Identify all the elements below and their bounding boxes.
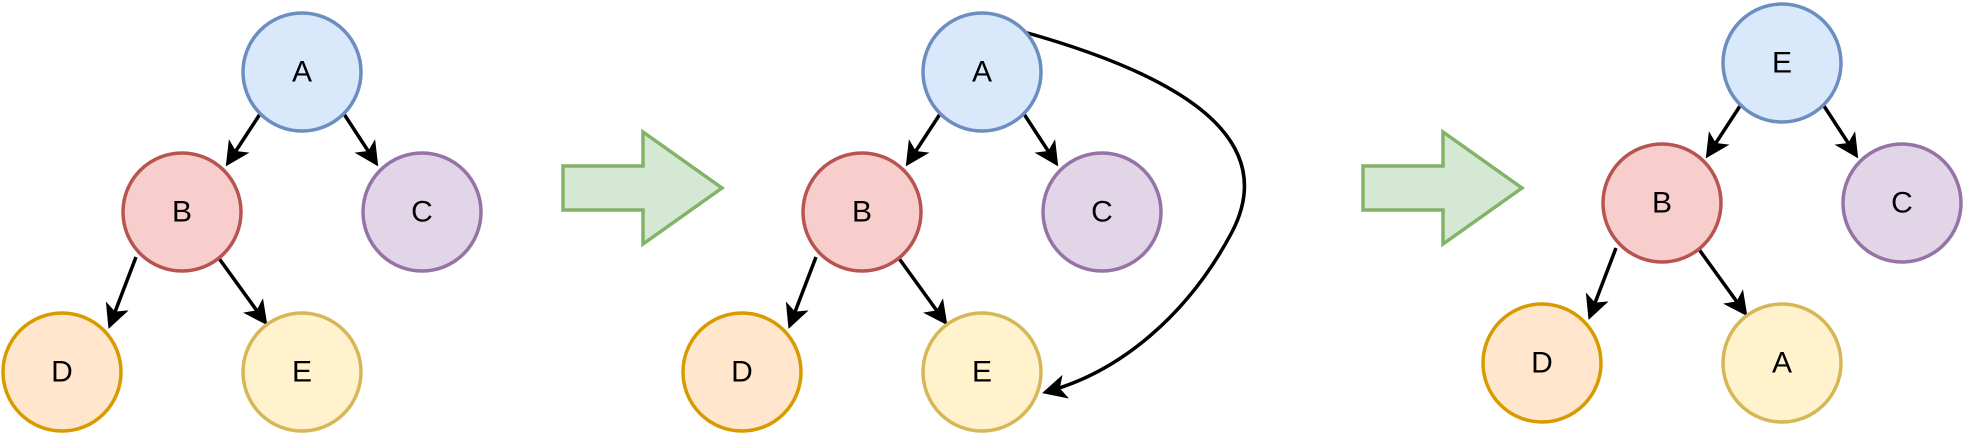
stage1-node-d-label: D bbox=[51, 356, 73, 389]
stage3-node-b-label: B bbox=[1652, 187, 1672, 220]
stage2-swap-curve bbox=[1023, 30, 1247, 399]
stage2-edge-a-c bbox=[1022, 113, 1059, 167]
transition-arrow-1 bbox=[561, 128, 726, 248]
stage2-tree: A B C D E bbox=[681, 11, 1247, 433]
stage1-node-e: E bbox=[241, 311, 363, 433]
stage2-node-c: C bbox=[1041, 151, 1163, 273]
stage1-edge-a-c bbox=[342, 113, 379, 167]
stage1-node-a: A bbox=[241, 11, 363, 133]
stage2-node-d-label: D bbox=[731, 356, 753, 389]
stage2-node-a-label: A bbox=[972, 56, 992, 89]
stage3-node-c-label: C bbox=[1891, 187, 1913, 220]
stage1-node-a-label: A bbox=[292, 56, 312, 89]
stage1-tree: A B C D E bbox=[1, 11, 483, 433]
stage3-node-a-label: A bbox=[1772, 347, 1792, 380]
stage2-node-e-label: E bbox=[972, 356, 992, 389]
stage3-edge-e-b bbox=[1705, 105, 1742, 159]
stage1-node-c-label: C bbox=[411, 196, 433, 229]
transition-arrow-2 bbox=[1361, 128, 1526, 248]
stage3-tree: E B C D A bbox=[1481, 2, 1963, 424]
stage1-edge-b-e bbox=[216, 255, 268, 326]
stage3-edge-e-c bbox=[1822, 105, 1859, 159]
stage2-node-a: A bbox=[921, 11, 1043, 133]
stage3-node-c: C bbox=[1841, 142, 1963, 264]
stage3-node-e-label: E bbox=[1772, 47, 1792, 80]
stage3-edge-b-a bbox=[1696, 246, 1748, 317]
stage1-node-b-label: B bbox=[172, 196, 192, 229]
stage3-node-d: D bbox=[1481, 302, 1603, 424]
stage2-node-b: B bbox=[801, 151, 923, 273]
stage2-edge-a-b bbox=[905, 113, 942, 167]
stage1-node-c: C bbox=[361, 151, 483, 273]
stage3-node-b: B bbox=[1601, 142, 1723, 264]
stage2-node-b-label: B bbox=[852, 196, 872, 229]
stage1-node-b: B bbox=[121, 151, 243, 273]
stage2-node-d: D bbox=[681, 311, 803, 433]
stage3-node-a: A bbox=[1721, 302, 1843, 424]
stage3-node-e: E bbox=[1721, 2, 1843, 124]
stage2-node-c-label: C bbox=[1091, 196, 1113, 229]
stage2-edge-b-e bbox=[896, 255, 948, 326]
stage2-node-e: E bbox=[921, 311, 1043, 433]
stage2-edge-b-d bbox=[785, 256, 818, 329]
stage1-node-e-label: E bbox=[292, 356, 312, 389]
stage3-edge-b-d bbox=[1585, 247, 1618, 320]
stage1-node-d: D bbox=[1, 311, 123, 433]
stage1-edge-b-d bbox=[105, 256, 138, 329]
stage3-node-d-label: D bbox=[1531, 347, 1553, 380]
stage1-edge-a-b bbox=[225, 113, 262, 167]
